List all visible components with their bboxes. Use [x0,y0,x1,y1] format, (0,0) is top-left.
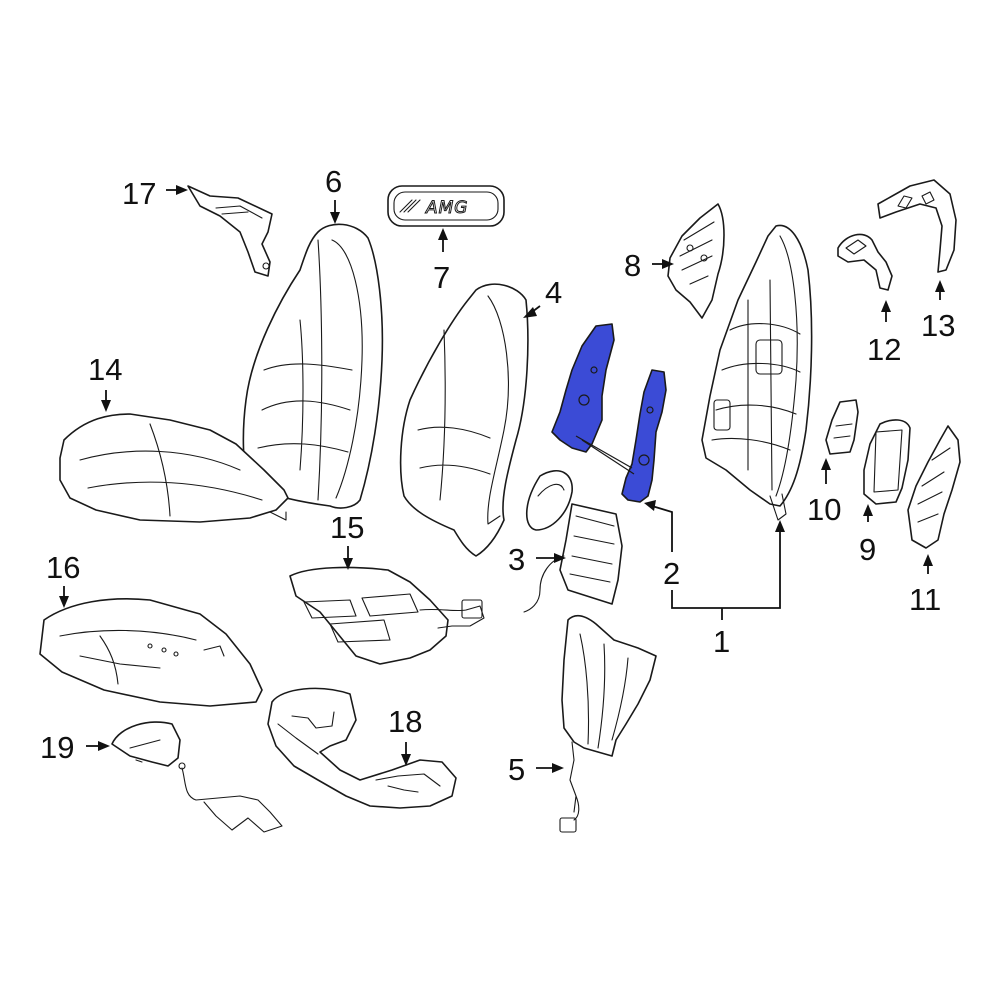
part-18-seat-tray[interactable] [267,687,457,809]
callout-1: 1 [713,624,730,659]
callout-5: 5 [508,752,525,787]
part-15-heater-pad[interactable] [289,566,485,665]
arrowhead [101,400,111,412]
arrowhead [438,228,448,240]
arrowhead [935,280,945,292]
callout-2-leader [651,505,673,552]
callout-2: 2 [663,556,680,591]
part-17-bracket[interactable] [187,185,273,277]
callout-9: 9 [859,532,876,567]
arrowhead [401,754,411,766]
arrowhead [863,504,873,516]
callout-3: 3 [508,542,525,577]
arrowhead [98,741,110,751]
part-3-lumbar[interactable] [523,470,623,613]
callout-16: 16 [46,550,80,585]
arrowhead [176,185,188,195]
callout-13: 13 [921,308,955,343]
callout-10: 10 [807,492,841,527]
arrowhead [59,596,69,608]
part-9-handle[interactable] [863,419,911,505]
callout-18: 18 [388,704,422,739]
callout-19: 19 [40,730,74,765]
callout-4: 4 [545,275,562,310]
part-19-lever[interactable] [111,721,283,833]
part-8-trim-panel[interactable] [667,203,725,319]
arrowhead [923,554,933,566]
part-7-amg-badge[interactable]: AMG [387,185,505,227]
part-1-seat-back-frame[interactable] [701,224,813,521]
part-12-lever-cover[interactable] [837,233,893,291]
arrowhead [343,558,353,570]
callout-8: 8 [624,248,641,283]
part-16-seat-foam[interactable] [39,598,263,707]
part-11-side-panel[interactable] [907,425,961,549]
arrowhead [554,553,566,563]
callout-1-bracket [671,530,781,609]
callout-7: 7 [433,260,450,295]
arrowhead [552,763,564,773]
arrowhead [775,520,785,532]
callout-6: 6 [325,164,342,199]
callout-11: 11 [909,582,941,617]
callout-15: 15 [330,510,364,545]
part-13-side-trim[interactable] [877,179,957,273]
part-10-clip[interactable] [825,399,859,455]
callout-12: 12 [867,332,901,367]
arrowhead [662,259,674,269]
arrowhead [644,500,656,511]
callout-14: 14 [88,352,122,387]
badge-label: AMG [425,198,468,218]
callout-17: 17 [122,176,156,211]
part-4-seat-back-cushion[interactable] [399,283,529,557]
part-2-recliner-brackets[interactable] [551,323,667,503]
part-6-seat-back-cover[interactable] [242,223,384,509]
arrowhead [821,458,831,470]
part-5-back-panel[interactable] [559,614,657,833]
arrowhead [523,307,537,318]
part-14-seat-cushion[interactable] [59,413,289,523]
arrowhead [330,212,340,224]
arrowhead [881,300,891,312]
